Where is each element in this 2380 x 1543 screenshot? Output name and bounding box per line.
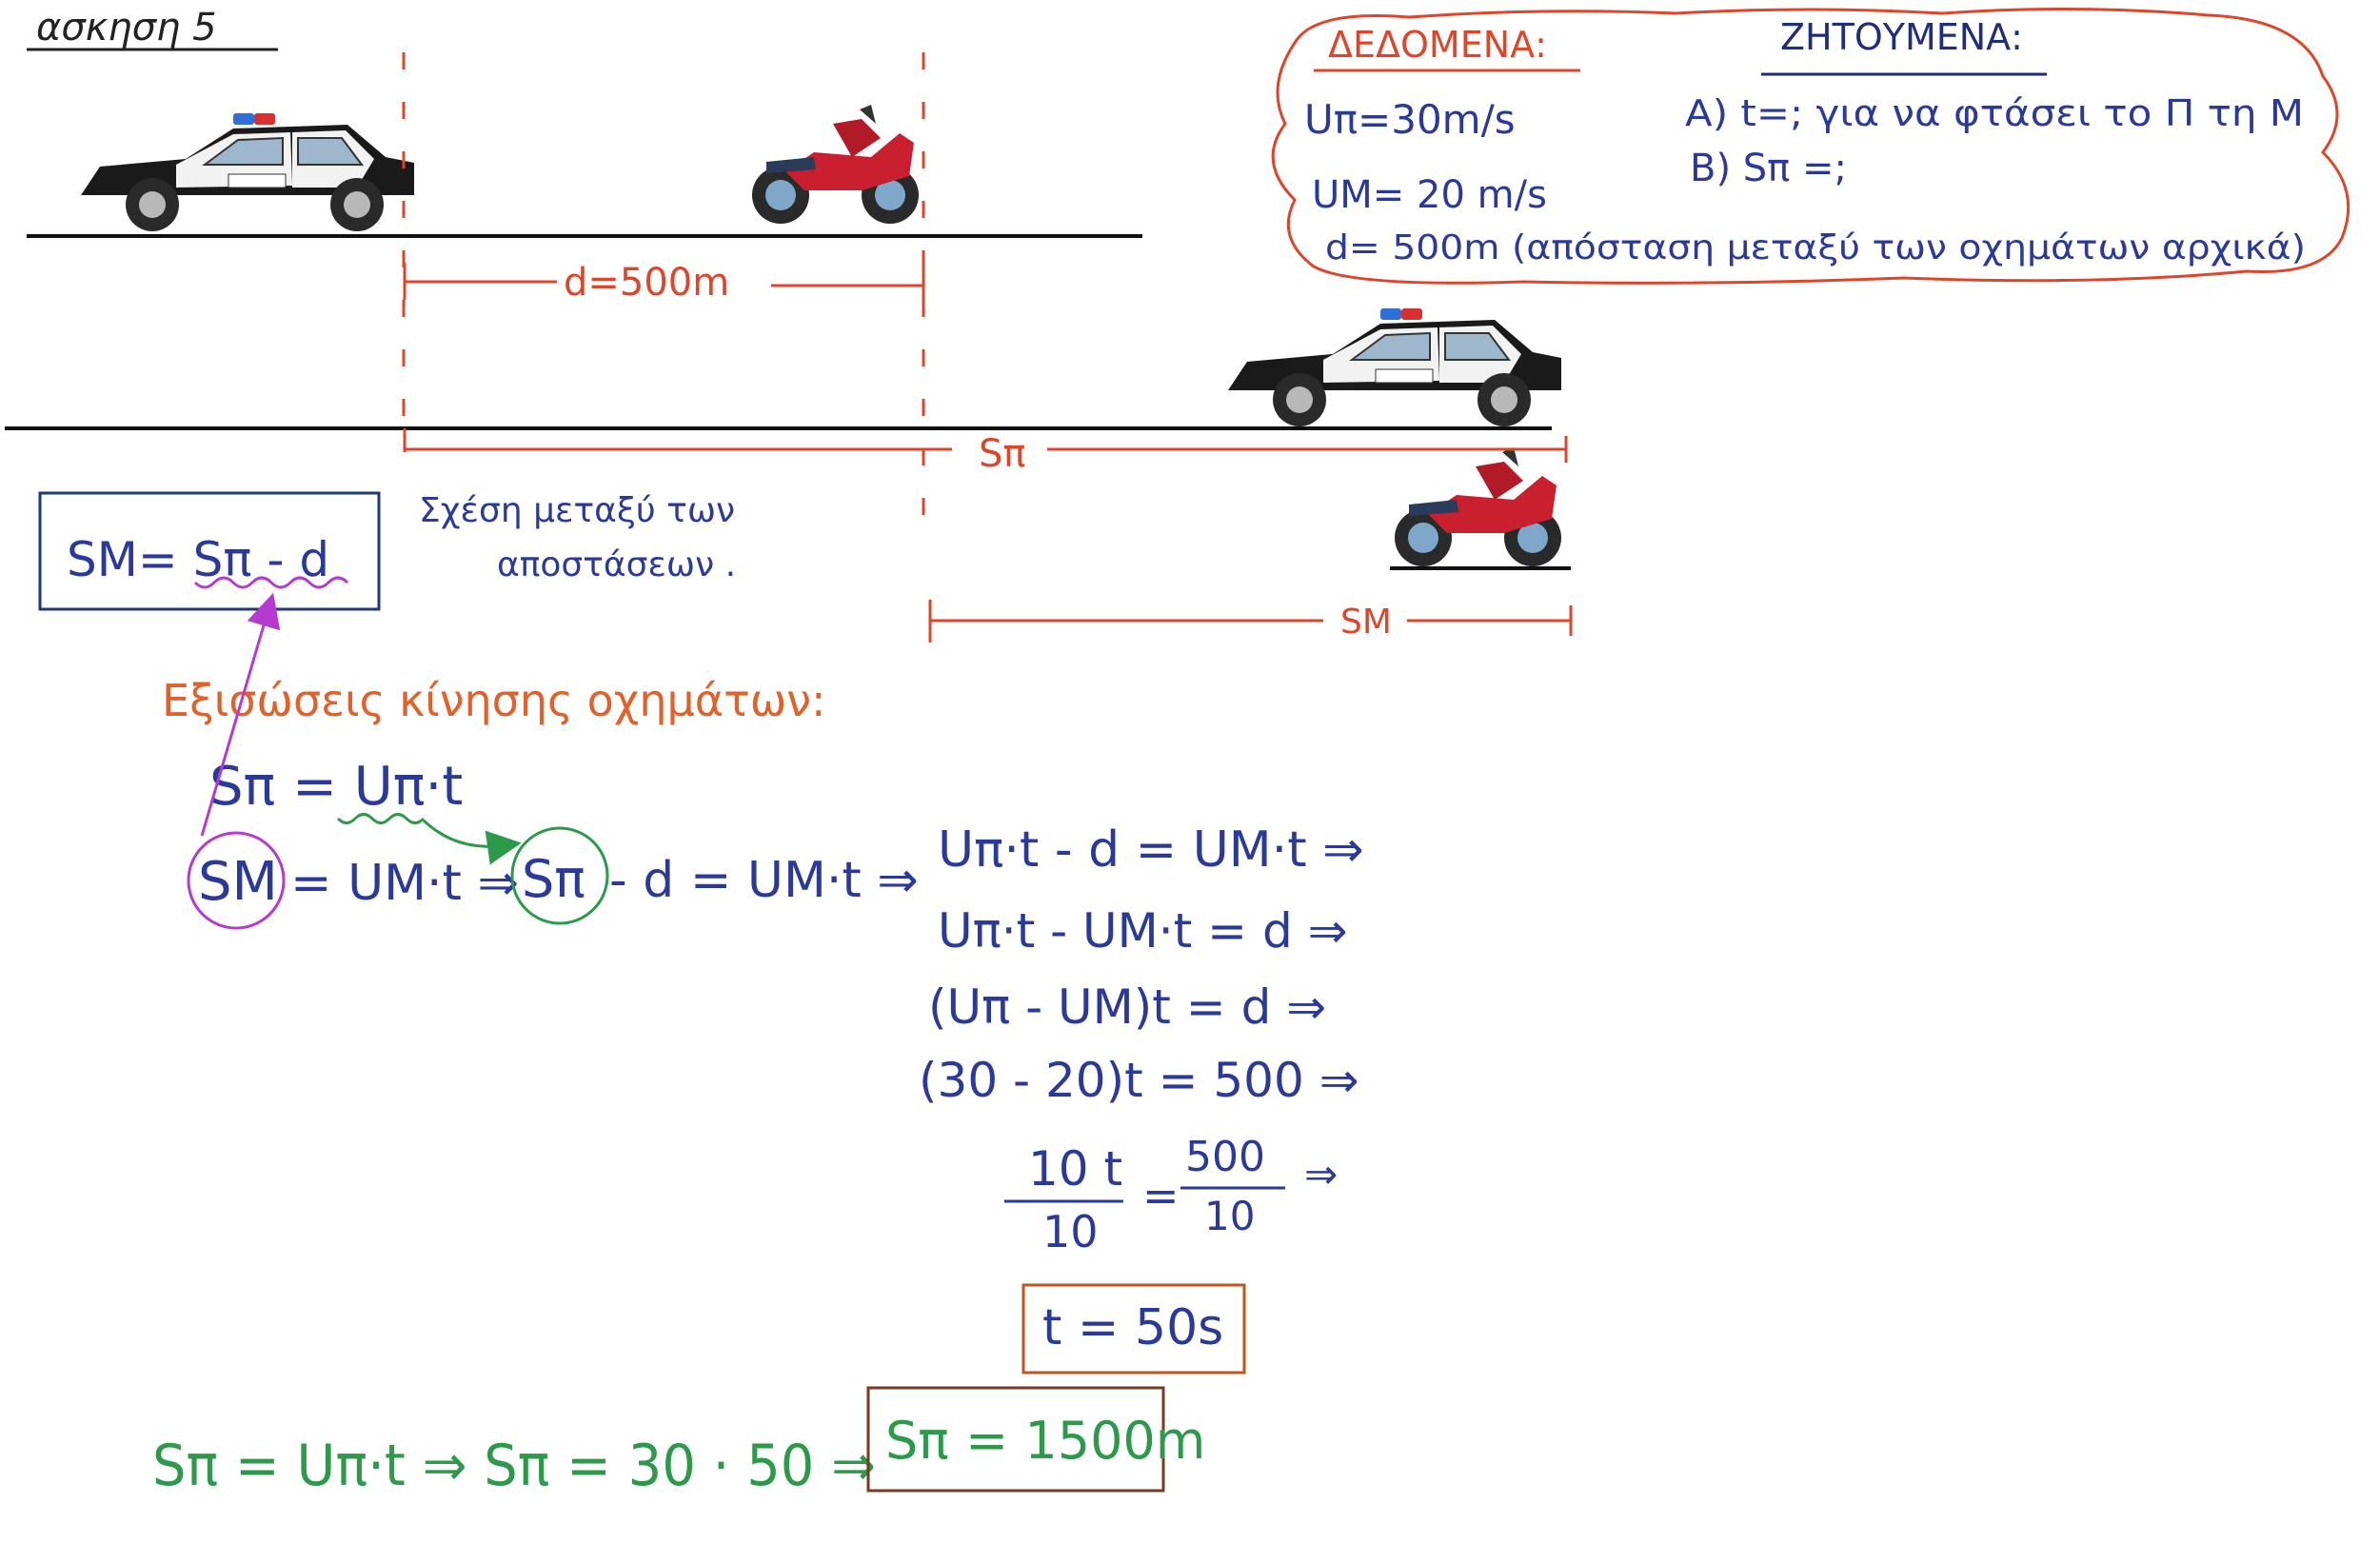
eq-step-4: (30 - 20)t = 500 ⇒ <box>919 1053 1359 1108</box>
police-car-icon <box>1227 307 1562 427</box>
exercise-title: ασκηση 5 <box>36 6 217 49</box>
motorcycle-icon <box>1395 447 1561 566</box>
eq-sm-rhs: = UΜ·t ⇒ <box>290 855 519 912</box>
eq-sp-circled: Sπ <box>522 849 585 909</box>
d-label: d=500m <box>564 261 729 305</box>
eq-step-2: Uπ·t - UΜ·t = d ⇒ <box>938 903 1347 959</box>
equations-header: Εξισώσεις κίνησης οχημάτων: <box>162 675 825 726</box>
purple-link-arrow <box>200 592 281 837</box>
sp-label: Sπ <box>979 432 1025 476</box>
answer-sp: Sπ = 1500m <box>885 1411 1205 1471</box>
asked-line-1: A) t=; για να φτάσει το Π τη Μ <box>1685 92 2304 134</box>
frac-right-den: 10 <box>1204 1193 1255 1239</box>
frac-equals: = <box>1142 1170 1180 1221</box>
sm-label: SΜ <box>1340 603 1392 642</box>
answer-t-box <box>1021 1283 1246 1375</box>
given-header: ΔΕΔΟΜΕΝΑ: <box>1328 24 1547 66</box>
given-cloud <box>1271 7 2350 285</box>
relation-note-2: αποστάσεων . <box>497 545 736 584</box>
eq-sm-lhs: SΜ <box>198 851 278 913</box>
final-expression: Sπ = Uπ·t ⇒ Sπ = 30 · 50 ⇒ <box>152 1433 876 1499</box>
motorcycle-icon <box>752 105 919 224</box>
relation-formula: SΜ= Sπ - d <box>67 532 329 587</box>
given-line-1: Uπ=30m/s <box>1304 96 1516 143</box>
eq-step-1: Uπ·t - d = UΜ·t ⇒ <box>938 821 1364 879</box>
frac-right-num: 500 <box>1185 1133 1265 1181</box>
relation-squiggle <box>193 576 349 589</box>
eq-sp-squiggle <box>336 813 426 824</box>
eq-sub-rest: - d = UΜ·t ⇒ <box>609 852 919 909</box>
police-car-icon <box>80 112 415 232</box>
frac-left-den: 10 <box>1042 1206 1099 1257</box>
sp-circle <box>510 826 609 925</box>
eq-step-3: (Uπ - UΜ)t = d ⇒ <box>928 979 1326 1035</box>
sm-circle <box>187 831 286 930</box>
asked-line-2: B) Sπ =; <box>1690 147 1847 190</box>
given-line-2: UΜ= 20 m/s <box>1312 173 1547 217</box>
answer-t: t = 50s <box>1042 1299 1223 1356</box>
given-line-3: d= 500m (απόσταση μεταξύ των οχημάτων αρ… <box>1325 228 2306 267</box>
frac-left-num: 10 t <box>1028 1141 1122 1197</box>
relation-note-1: Σχέση μεταξύ των <box>419 491 735 530</box>
asked-header: ΖΗΤΟΥΜΕΝΑ: <box>1780 16 2023 58</box>
answer-sp-box <box>866 1386 1165 1493</box>
frac-arrow: ⇒ <box>1304 1151 1338 1197</box>
relation-box <box>38 491 381 611</box>
green-sub-arrow <box>422 819 522 865</box>
eq-sp: Sπ = Uπ·t <box>209 756 463 818</box>
